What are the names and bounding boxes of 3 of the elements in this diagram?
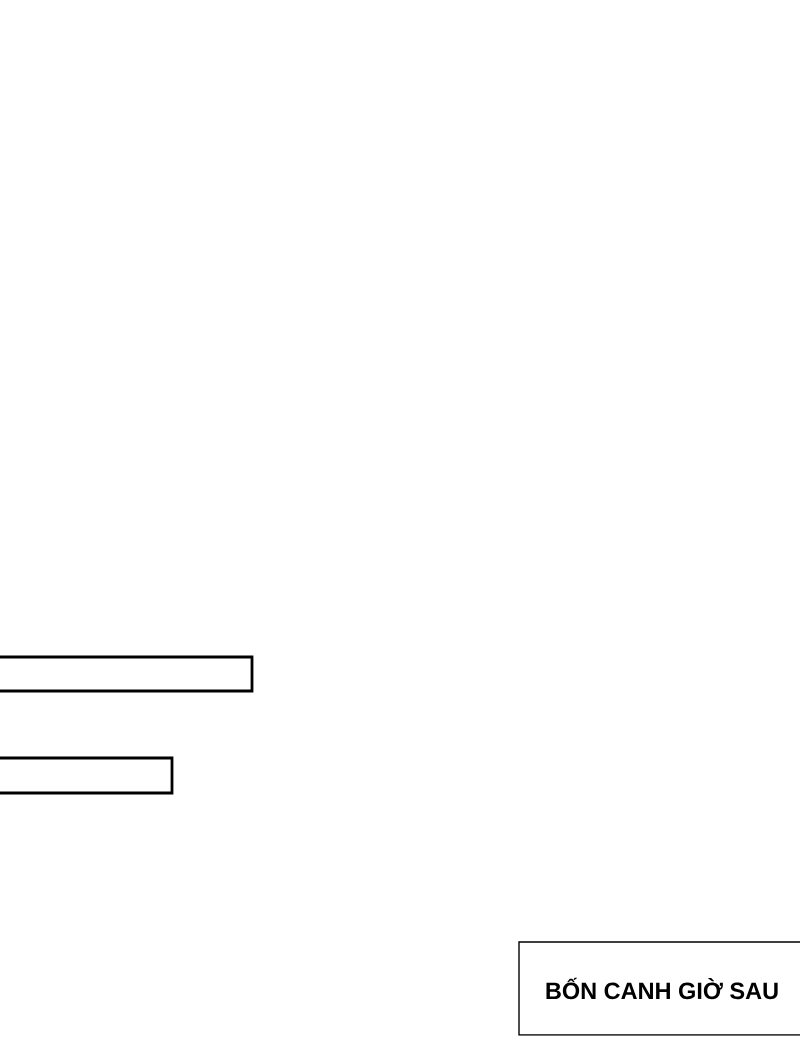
caption-box: BỐN CANH GIỜ SAU	[518, 941, 800, 1036]
empty-bar	[0, 756, 174, 795]
empty-bar	[0, 655, 254, 693]
